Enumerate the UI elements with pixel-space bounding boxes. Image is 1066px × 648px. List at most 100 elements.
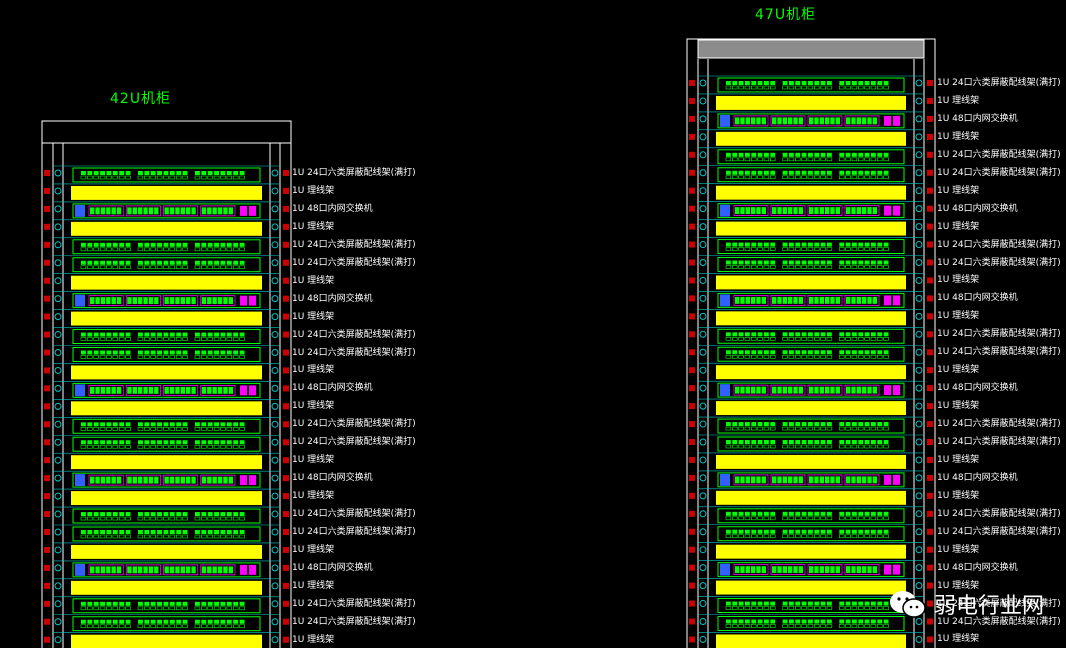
port	[725, 85, 732, 90]
rail-hole	[271, 223, 279, 231]
port	[732, 601, 738, 606]
port	[144, 422, 150, 427]
port	[180, 386, 185, 394]
port	[125, 337, 131, 341]
port	[735, 117, 740, 125]
port	[789, 332, 794, 337]
port	[757, 170, 763, 175]
port	[163, 242, 169, 247]
port	[186, 566, 191, 574]
port	[782, 566, 787, 574]
port	[756, 566, 761, 574]
rail-marker	[927, 367, 933, 374]
port	[795, 601, 801, 606]
port	[814, 516, 820, 521]
port	[138, 171, 143, 175]
port	[226, 530, 232, 534]
rail-marker	[283, 331, 289, 338]
port	[157, 242, 162, 247]
port	[795, 260, 801, 265]
port	[735, 296, 740, 304]
port	[176, 530, 182, 534]
rail-hole	[699, 510, 707, 518]
port	[138, 207, 143, 215]
uplink-port	[249, 564, 256, 575]
port	[751, 422, 757, 427]
port	[207, 355, 213, 359]
rail-marker	[927, 385, 933, 392]
port	[770, 247, 776, 251]
switch-port-group	[807, 474, 843, 486]
port	[220, 355, 226, 359]
port	[239, 350, 245, 355]
rail-marker	[927, 259, 933, 266]
rail-hole	[915, 420, 923, 428]
port	[106, 260, 112, 265]
rail-hole	[915, 294, 923, 302]
port	[814, 386, 819, 394]
rail-marker	[689, 259, 695, 266]
rail-marker	[283, 313, 289, 320]
port	[150, 619, 156, 624]
port	[207, 260, 213, 265]
port	[825, 566, 830, 574]
port	[839, 81, 845, 85]
port	[872, 296, 877, 304]
port	[826, 85, 833, 90]
port	[788, 265, 795, 269]
port	[801, 422, 807, 427]
rail-marker	[44, 529, 50, 535]
port	[223, 566, 228, 574]
rail-hole	[54, 366, 62, 374]
port	[807, 606, 814, 610]
rail-hole	[915, 635, 923, 643]
rail-hole	[699, 312, 707, 320]
port	[80, 175, 87, 180]
port	[228, 207, 233, 215]
port	[807, 157, 814, 162]
port	[176, 512, 182, 517]
port	[201, 350, 207, 355]
port	[144, 332, 150, 337]
port	[154, 566, 159, 574]
port	[207, 242, 213, 247]
port	[820, 444, 826, 449]
rail-marker	[44, 457, 50, 464]
port	[226, 440, 232, 445]
port	[201, 386, 207, 394]
port	[93, 260, 99, 265]
port	[156, 355, 163, 359]
port	[194, 355, 201, 359]
port	[761, 566, 766, 574]
port	[169, 624, 176, 629]
port	[745, 260, 750, 265]
port	[150, 175, 156, 180]
switch-body	[717, 113, 905, 129]
switch-port-group	[733, 115, 769, 127]
port	[801, 260, 807, 265]
port	[239, 444, 245, 449]
port	[87, 350, 93, 355]
port	[220, 624, 226, 629]
port	[757, 624, 763, 628]
port	[194, 265, 201, 270]
port	[795, 157, 801, 162]
port	[745, 152, 750, 157]
port	[207, 265, 213, 270]
port	[201, 265, 207, 270]
port	[228, 297, 233, 305]
port	[725, 175, 732, 180]
rail-marker	[283, 187, 289, 194]
port	[150, 260, 156, 265]
port	[175, 265, 182, 270]
port	[826, 516, 833, 521]
port	[782, 440, 788, 444]
switch-port-group	[733, 564, 769, 576]
port	[782, 619, 788, 624]
port	[809, 566, 814, 574]
port	[138, 242, 143, 247]
port	[757, 511, 763, 516]
uplink-port	[893, 205, 900, 216]
rail-marker	[927, 313, 933, 320]
port	[213, 426, 220, 431]
